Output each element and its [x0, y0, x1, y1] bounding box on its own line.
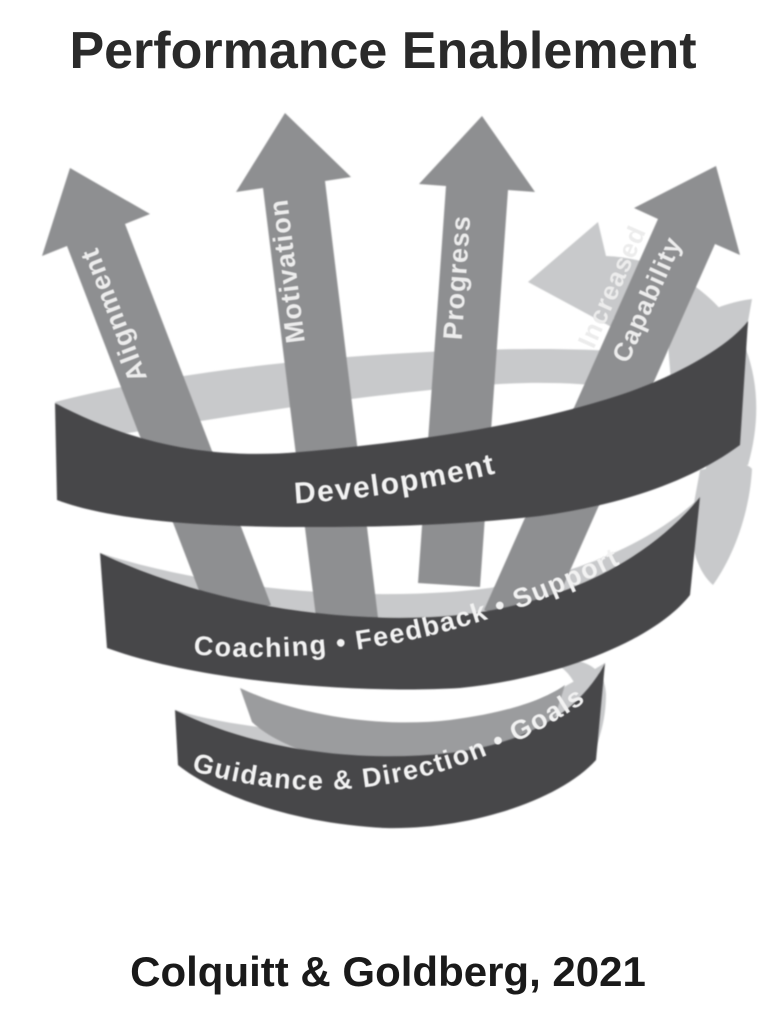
- guidance-band: [175, 663, 605, 829]
- coaching-band: [100, 497, 700, 690]
- page-title: Performance Enablement: [69, 22, 696, 80]
- middle-loop-back-right: [691, 464, 752, 585]
- development-band: [55, 321, 748, 527]
- citation-caption: Colquitt & Goldberg, 2021: [130, 948, 646, 995]
- spiral-loop-arrow: [528, 222, 757, 475]
